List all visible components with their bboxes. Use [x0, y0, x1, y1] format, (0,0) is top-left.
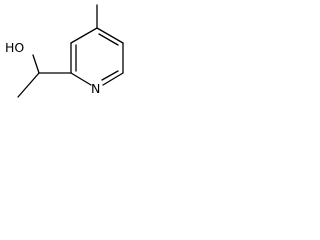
bond-c3-c2	[70, 27, 98, 44]
chemical-structure: HO N	[5, 4, 124, 98]
bond-chiral-carbon-oxygen	[32, 54, 40, 74]
bond-chiral-carbon-methyl	[17, 72, 40, 98]
bond-n1-c2	[70, 72, 92, 86]
bond-c3-c4	[96, 27, 124, 44]
double-bond-c3-c4	[98, 33, 119, 46]
bond-c5-c6	[102, 72, 124, 86]
nitrogen-label: N	[91, 81, 100, 96]
double-bond-c5-c6	[101, 70, 119, 81]
hydroxyl-label: HO	[5, 40, 24, 55]
